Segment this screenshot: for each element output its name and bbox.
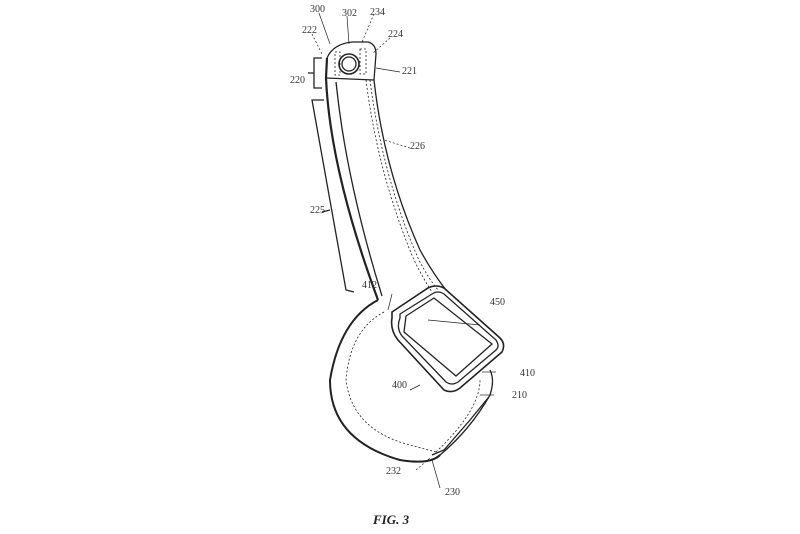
label-221: 221 xyxy=(402,66,417,77)
label-225: 225 xyxy=(310,205,325,216)
label-302: 302 xyxy=(342,8,357,19)
label-210: 210 xyxy=(512,390,527,401)
label-232: 232 xyxy=(386,466,401,477)
label-226: 226 xyxy=(410,141,425,152)
figure-caption: FIG. 3 xyxy=(373,512,410,527)
label-412: 412 xyxy=(362,280,377,291)
label-300: 300 xyxy=(310,4,325,15)
label-234: 234 xyxy=(370,7,385,18)
label-224: 224 xyxy=(388,29,403,40)
label-450: 450 xyxy=(490,297,505,308)
label-410: 410 xyxy=(520,368,535,379)
label-400: 400 xyxy=(392,380,407,391)
label-222: 222 xyxy=(302,25,317,36)
label-230: 230 xyxy=(445,487,460,498)
label-220: 220 xyxy=(290,75,305,86)
